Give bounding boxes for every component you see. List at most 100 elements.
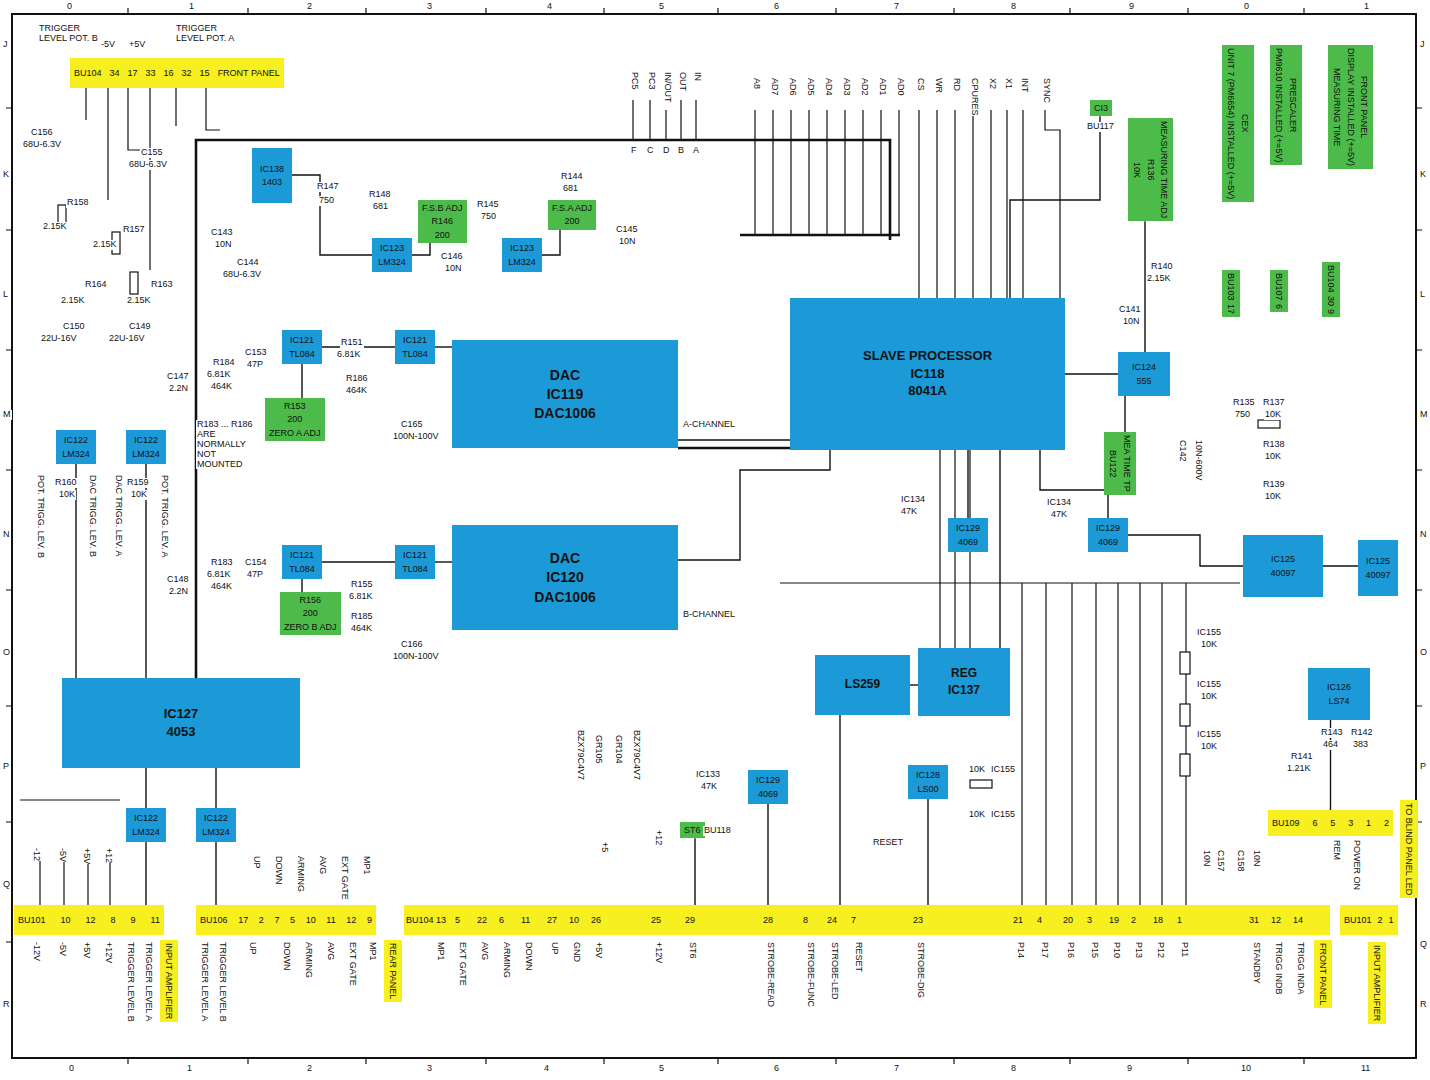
schematic-label: 8 [1010, 2, 1017, 12]
schematic-label: 10K [968, 765, 986, 775]
signal-wire [678, 450, 830, 560]
schematic-label: 383 [1352, 740, 1369, 750]
schematic-label: P11 [1178, 942, 1190, 957]
node-text: DAC1006 [534, 589, 595, 605]
adjust-marker: R153200ZERO A ADJ [265, 398, 325, 441]
wire-group [6, 8, 1422, 1064]
signal-wire [145, 842, 146, 905]
schematic-label: N [2, 530, 11, 540]
schematic-label: R135 [1232, 398, 1256, 408]
schematic-label: TRIGGER LEVEL POT. A [175, 24, 237, 44]
schematic-label: 9 [1126, 1064, 1133, 1074]
schematic-label: R184 [212, 358, 236, 368]
schematic-label: C143 [210, 228, 234, 238]
node-text: 40097 [1270, 568, 1295, 578]
ic-block: IC122LM324 [56, 430, 96, 464]
node-text: 4069 [958, 537, 978, 547]
node-text: 24 [827, 915, 837, 925]
schematic-label: R [2, 1000, 11, 1010]
node-text: 200 [303, 608, 318, 618]
connector-strip: BU106172751011129 [196, 905, 376, 935]
node-text: 1403 [262, 177, 282, 187]
schematic-label: RD [950, 78, 962, 91]
node-text: BU109 [1272, 818, 1300, 828]
schematic-label: +5 [598, 842, 610, 852]
schematic-label: A [692, 146, 700, 156]
signal-wire [301, 364, 302, 398]
schematic-label: AD1 [876, 78, 888, 96]
schematic-label: 3 [426, 2, 433, 12]
schematic-label: 68U-6.3V [128, 160, 168, 170]
schematic-label: AD6 [786, 78, 798, 96]
schematic-label: 2.2N [168, 587, 189, 597]
schematic-label: 47P [246, 360, 264, 370]
schematic-label: R159 [126, 478, 150, 488]
schematic-label: R139 [1262, 480, 1286, 490]
schematic-label: TRIGGER LEVEL B [124, 942, 136, 1022]
schematic-label: K [2, 170, 10, 180]
node-text: 18 [1153, 915, 1163, 925]
schematic-label: R186 [345, 374, 369, 384]
schematic-label: IN [691, 72, 703, 81]
schematic-label: POT. TRIGG. LEV. B [34, 475, 46, 558]
node-text: 5 [455, 915, 460, 925]
ic-block: IC12540097 [1243, 535, 1323, 597]
schematic-label: 100N-100V [392, 432, 440, 442]
node-text: 11 [326, 915, 335, 925]
node-text: DAC [550, 550, 580, 566]
node-text: 4069 [758, 789, 778, 799]
node-text: IC120 [546, 569, 583, 585]
node-text: 31 [1249, 915, 1259, 925]
schematic-label: D [662, 146, 671, 156]
schematic-label: 10K [968, 810, 986, 820]
signal-wire [145, 768, 146, 808]
schematic-label: AD3 [840, 78, 852, 96]
node-text: ZERO A ADJ [269, 428, 321, 438]
schematic-label: WR [932, 78, 944, 93]
signal-wire [1128, 535, 1243, 566]
schematic-label: R137 [1262, 398, 1286, 408]
schematic-label: C147 [166, 372, 190, 382]
node-text: 13 [436, 915, 446, 925]
schematic-label: 750 [480, 212, 497, 222]
node-text: 5 [1330, 818, 1335, 828]
schematic-label: R141 [1290, 752, 1314, 762]
schematic-label: 10N [1200, 850, 1212, 867]
schematic-label: IC134 [1046, 498, 1072, 508]
schematic-label: 464K [345, 386, 368, 396]
schematic-label: AD7 [768, 78, 780, 96]
schematic-label: 2.15K [60, 296, 86, 306]
node-text: IC118 [911, 367, 945, 382]
schematic-label: 464K [350, 624, 373, 634]
schematic-label: CPURES [968, 78, 980, 116]
schematic-label: 1 [1363, 2, 1370, 12]
schematic-label: 750 [1234, 410, 1251, 420]
schematic-label: P12 [1154, 942, 1166, 958]
signal-wire [215, 768, 216, 808]
schematic-label: 10K [1200, 640, 1218, 650]
schematic-label: 681 [562, 184, 579, 194]
schematic-label: TRIGGER LEVEL POT. B [38, 24, 100, 44]
schematic-label: P10 [1110, 942, 1122, 958]
node-text: TL084 [289, 564, 315, 574]
node-text: BU106 [200, 915, 228, 925]
schematic-label: 0 [68, 1064, 75, 1074]
adjust-marker: BU10317 [1222, 270, 1240, 317]
schematic-label: GR105 [592, 735, 604, 764]
node-text: IC121 [403, 550, 427, 560]
node-text: 200 [287, 414, 302, 424]
connector-strip: INPUT AMPLIFIER [160, 940, 178, 1022]
schematic-label: R185 [350, 612, 374, 622]
schematic-label: -12V [30, 942, 42, 961]
schematic-label: 5 [658, 2, 665, 12]
schematic-label: P [1419, 762, 1427, 772]
node-text: 40097 [1365, 570, 1390, 580]
signal-wire [927, 799, 928, 905]
adjust-marker: PRESCALERPM9610 INSTALLED (+=5V) [1270, 45, 1302, 165]
node-text: F.S.A ADJ [552, 203, 592, 213]
schematic-label: C142 [1176, 440, 1188, 462]
node-text: 6 [499, 915, 504, 925]
node-text: PM9610 INSTALLED (+=5V) [1274, 48, 1284, 162]
node-text: PRESCALER [1287, 78, 1297, 133]
schematic-label: 2.2N [168, 384, 189, 394]
